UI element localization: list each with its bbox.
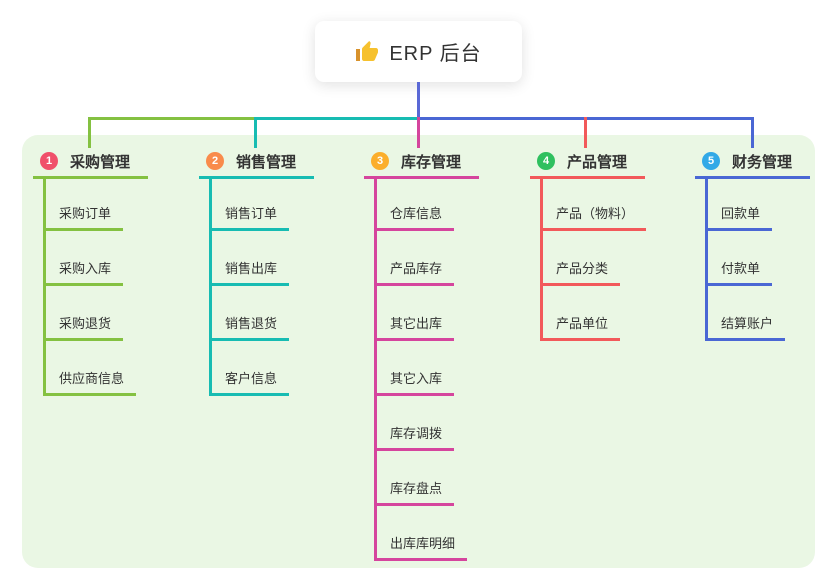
- item-node[interactable]: 结算账户: [705, 315, 786, 341]
- item-node[interactable]: 仓库信息: [374, 205, 455, 231]
- branch-underline: [199, 176, 314, 179]
- branch-header-1[interactable]: 1 采购管理: [40, 149, 130, 173]
- branches-panel: [22, 135, 815, 568]
- branch-title: 产品管理: [567, 153, 628, 171]
- item-node[interactable]: 客户信息: [209, 370, 290, 396]
- branch-header-4[interactable]: 4 产品管理: [537, 149, 627, 173]
- root-connector-line: [417, 82, 420, 120]
- branch-spine-line: [209, 177, 212, 396]
- item-node[interactable]: 产品库存: [374, 260, 455, 286]
- root-node[interactable]: ERP 后台: [315, 21, 522, 82]
- bus-segment-branch-1: [88, 117, 257, 120]
- branch-underline: [33, 176, 148, 179]
- item-node[interactable]: 采购退货: [43, 315, 124, 341]
- item-node[interactable]: 采购订单: [43, 205, 124, 231]
- branch-title: 库存管理: [401, 153, 462, 171]
- item-node[interactable]: 其它入库: [374, 370, 455, 396]
- drop-connector-branch-2: [254, 117, 257, 148]
- item-node[interactable]: 其它出库: [374, 315, 455, 341]
- root-title: ERP 后台: [389, 43, 482, 65]
- branch-number-badge: 4: [537, 152, 555, 170]
- drop-connector-branch-4: [584, 117, 587, 148]
- item-node[interactable]: 付款单: [705, 260, 773, 286]
- item-node[interactable]: 供应商信息: [43, 370, 137, 396]
- item-node[interactable]: 产品分类: [540, 260, 621, 286]
- item-node[interactable]: 销售退货: [209, 315, 290, 341]
- thumbs-up-icon: [355, 40, 379, 64]
- branch-underline: [695, 176, 810, 179]
- branch-underline: [530, 176, 645, 179]
- branch-number-badge: 1: [40, 152, 58, 170]
- branch-spine-line: [374, 177, 377, 561]
- item-node[interactable]: 出库库明细: [374, 535, 468, 561]
- branch-title: 财务管理: [732, 153, 793, 171]
- item-node[interactable]: 库存盘点: [374, 480, 455, 506]
- item-node[interactable]: 库存调拨: [374, 425, 455, 451]
- item-node[interactable]: 销售出库: [209, 260, 290, 286]
- branch-header-5[interactable]: 5 财务管理: [702, 149, 792, 173]
- item-node[interactable]: 产品单位: [540, 315, 621, 341]
- branch-number-badge: 5: [702, 152, 720, 170]
- branch-underline: [364, 176, 479, 179]
- item-node[interactable]: 回款单: [705, 205, 773, 231]
- drop-connector-branch-5: [751, 117, 754, 148]
- item-node[interactable]: 采购入库: [43, 260, 124, 286]
- branch-number-badge: 2: [206, 152, 224, 170]
- bus-segment-branch-2: [254, 117, 420, 120]
- drop-connector-branch-3: [417, 117, 420, 148]
- drop-connector-branch-1: [88, 117, 91, 148]
- branch-spine-line: [540, 177, 543, 341]
- branch-header-2[interactable]: 2 销售管理: [206, 149, 296, 173]
- branch-spine-line: [705, 177, 708, 341]
- item-node[interactable]: 销售订单: [209, 205, 290, 231]
- branch-spine-line: [43, 177, 46, 396]
- item-node[interactable]: 产品（物料）: [540, 205, 647, 231]
- branch-title: 采购管理: [70, 153, 131, 171]
- branch-number-badge: 3: [371, 152, 389, 170]
- branch-header-3[interactable]: 3 库存管理: [371, 149, 461, 173]
- branch-title: 销售管理: [236, 153, 297, 171]
